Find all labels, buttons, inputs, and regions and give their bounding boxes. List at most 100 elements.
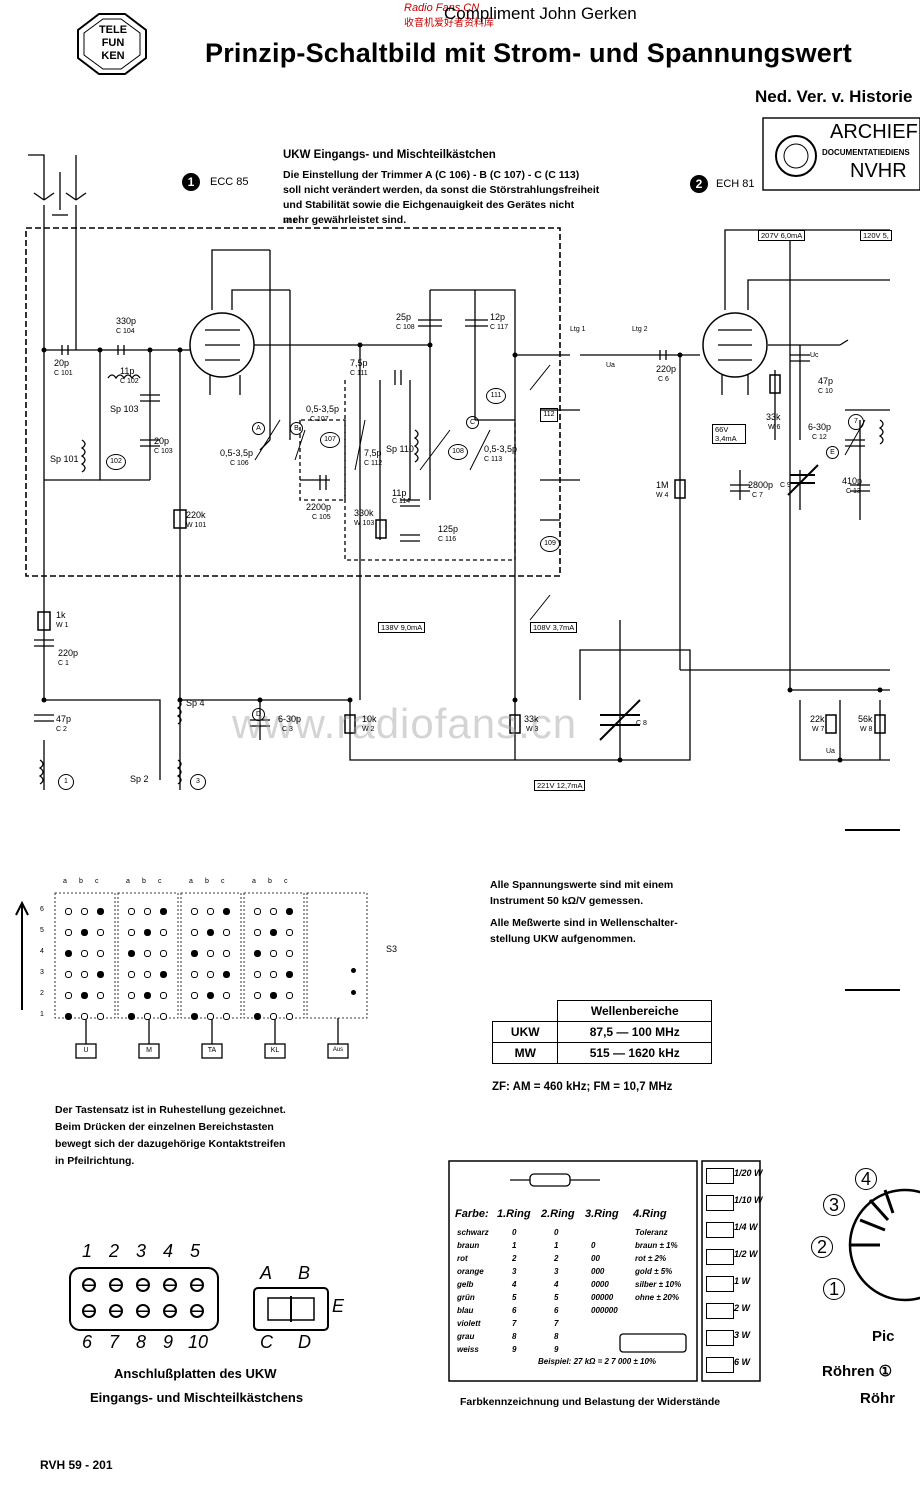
connector-pin <box>163 1304 177 1318</box>
plate-letter-e: E <box>332 1296 345 1316</box>
resistor-load-label: 3 W <box>734 1330 751 1340</box>
color-code-cell: 7 <box>512 1319 517 1328</box>
switch-contact-dot <box>223 971 230 978</box>
switch-contact-dot <box>254 1013 261 1020</box>
resistor-load-row: 2 W <box>704 1299 760 1321</box>
c13-value: 410p <box>842 476 863 486</box>
row-label: 6 <box>40 906 44 913</box>
trimmer-mark-d: D <box>252 708 265 721</box>
w2-name: W 2 <box>362 726 375 733</box>
resistor-load-row: 1/20 W <box>704 1164 763 1186</box>
c6-value: 220p <box>656 364 677 374</box>
color-code-caption: Farbkennzeichnung und Belastung der Wide… <box>460 1396 721 1408</box>
resistor-load-label: 6 W <box>734 1357 751 1367</box>
switch-contact-dot <box>65 908 72 915</box>
trimmer-108: 108 <box>448 444 468 460</box>
color-code-cell: 4 <box>512 1280 517 1289</box>
ua-label-2: Ua <box>826 748 835 755</box>
switch-contact-dot <box>191 1013 198 1020</box>
switch-contact-dot <box>128 929 135 936</box>
resistor-load-row: 1 W <box>704 1272 760 1294</box>
c103-name: C 103 <box>154 448 173 455</box>
switch-contact-dot <box>270 992 277 999</box>
switch-contact-dot <box>351 968 356 973</box>
c104-value: 330p <box>116 316 137 326</box>
plate-letter-d: D <box>298 1332 311 1352</box>
resistor-load-icon <box>706 1303 734 1319</box>
logo-line-3: KEN <box>101 50 125 62</box>
box-note: Die Einstellung der Trimmer A (C 106) - … <box>283 168 599 228</box>
c113-value: 0,5-3,5p <box>484 444 518 454</box>
color-code-frame <box>448 1160 698 1382</box>
switch-contact-dot <box>81 1013 88 1020</box>
c108-name: C 108 <box>396 324 415 331</box>
col-label-c: c <box>95 878 99 885</box>
c105-name: C 105 <box>312 514 331 521</box>
sp110-label: Sp 110 <box>386 444 414 454</box>
switch-contact-dot <box>97 908 104 915</box>
switch-contact-dot <box>144 971 151 978</box>
connector-plate-2 <box>253 1287 329 1331</box>
button-kl: KL <box>270 1047 280 1054</box>
resistor-load-row: 1/2 W <box>704 1245 760 1267</box>
connector-pin <box>136 1278 150 1292</box>
switch-contact-dot <box>65 1013 72 1020</box>
connector-pin <box>190 1278 204 1292</box>
switch-contact-dot <box>81 950 88 957</box>
c106-name: C 106 <box>230 460 249 467</box>
w7-name: W 7 <box>812 726 825 733</box>
switch-contact-dot <box>65 971 72 978</box>
color-code-cell: 4 <box>554 1280 559 1289</box>
plate-letter-c: C <box>260 1332 273 1352</box>
color-code-cell: 7 <box>554 1319 559 1328</box>
col-label-c: c <box>284 878 288 885</box>
switch-contact-dot <box>97 992 104 999</box>
switch-contact-dot <box>286 1013 293 1020</box>
band-mw: MW <box>491 1042 559 1064</box>
switch-note: Der Tastensatz ist in Ruhestellung gezei… <box>55 1102 286 1170</box>
switch-contacts <box>55 900 375 1020</box>
c6-name: C 6 <box>658 376 669 383</box>
switch-contact-dot <box>270 1013 277 1020</box>
w3-name: W 3 <box>526 726 539 733</box>
resistor-load-row: 6 W <box>704 1353 760 1375</box>
switch-contact-dot <box>65 950 72 957</box>
resistor-load-icon <box>706 1168 734 1184</box>
trimmer-102: 102 <box>106 454 126 470</box>
ltg1-label: Ltg 1 <box>570 326 586 333</box>
pin-number: 3 <box>136 1241 147 1261</box>
color-code-cell: 2 <box>554 1254 559 1263</box>
w6-value: 33k <box>766 412 781 422</box>
switch-contact-dot <box>81 908 88 915</box>
c3-value: 6-30p <box>278 714 302 724</box>
color-code-cell: braun <box>457 1241 480 1250</box>
range-mw: 515 — 1620 kHz <box>557 1042 712 1064</box>
color-code-cell: Toleranz <box>635 1228 668 1237</box>
measurement-note-line: Alle Spannungswerte sind mit einem <box>490 879 674 891</box>
uc-label: Uc <box>810 352 819 359</box>
connector-pin <box>82 1278 96 1292</box>
color-code-cell: 2 <box>512 1254 517 1263</box>
switch-contact-dot <box>160 950 167 957</box>
color-code-cell: 6 <box>512 1306 517 1315</box>
w4-name: W 4 <box>656 492 669 499</box>
page-title: Prinzip-Schaltbild mit Strom- und Spannu… <box>205 38 852 68</box>
switch-contact-dot <box>191 908 198 915</box>
pin-number: 6 <box>82 1332 93 1352</box>
resistor-load-icon <box>706 1195 734 1211</box>
switch-contact-dot <box>286 971 293 978</box>
pin-number: 2 <box>109 1241 120 1261</box>
button-ta: TA <box>207 1047 217 1054</box>
ukw-module-box <box>25 227 561 577</box>
voltage-221: 221V 12,7mA <box>534 780 586 791</box>
c3-name: C 3 <box>282 726 293 733</box>
button-aus: Aus <box>332 1047 344 1053</box>
trimmer-112: 112 <box>540 408 558 422</box>
c113-name: C 113 <box>484 456 503 463</box>
resistor-load-icon <box>706 1330 734 1346</box>
telefunken-logo: TELE FUN KEN <box>88 24 138 63</box>
switch-contact-dot <box>254 929 261 936</box>
tube2-name: ECH 81 <box>716 178 755 190</box>
switch-contact-dot <box>254 992 261 999</box>
